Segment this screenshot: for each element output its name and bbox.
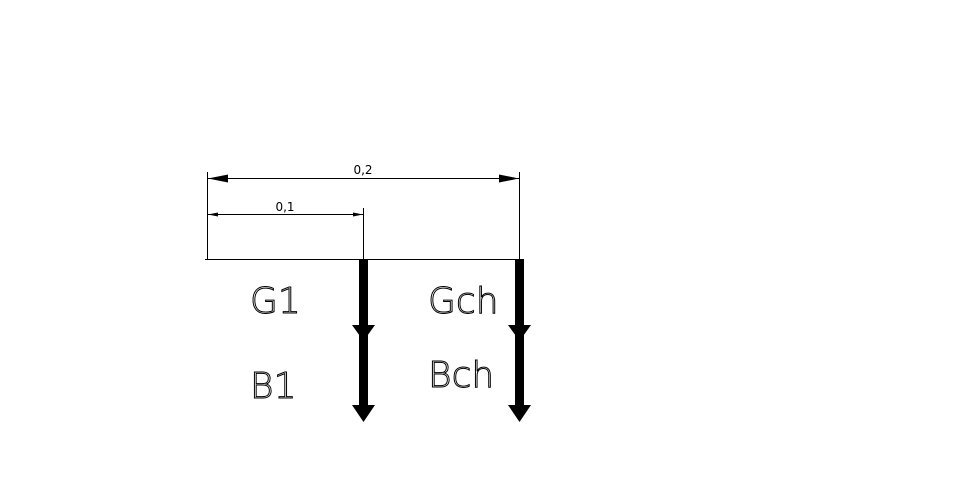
- label-bch: Bch: [428, 355, 494, 396]
- arrowhead-bch-icon: [508, 405, 531, 422]
- dimension-total: 0,2: [208, 163, 519, 183]
- dim-arrow-left-icon: [208, 174, 228, 183]
- label-gch: Gch: [428, 281, 499, 322]
- dimension-label-total: 0,2: [353, 163, 372, 177]
- dimension-label-first: 0,1: [275, 200, 294, 214]
- arrowhead-g1-icon: [352, 325, 375, 341]
- dim-arrow-right-small-icon: [353, 212, 363, 217]
- dimension-first: 0,1: [208, 200, 363, 217]
- label-b1: B1: [250, 366, 296, 407]
- label-g1: G1: [250, 281, 301, 322]
- arrowhead-b1-icon: [352, 405, 375, 422]
- arrowhead-gch-icon: [508, 325, 531, 341]
- dim-arrow-right-icon: [499, 174, 519, 183]
- dim-arrow-left-small-icon: [208, 212, 218, 217]
- load-arrow-ch: [508, 259, 531, 422]
- load-arrow-1: [352, 259, 375, 422]
